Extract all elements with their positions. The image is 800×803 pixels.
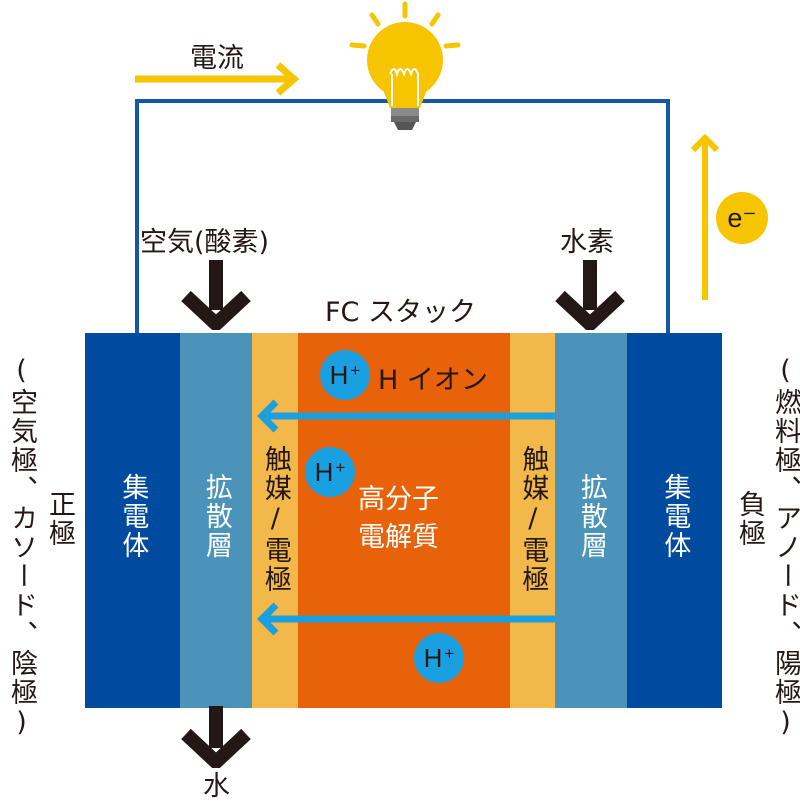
air-oxygen-label: 空気(酸素)	[140, 227, 270, 258]
collector-left-label: 集電体	[117, 473, 149, 560]
electrolyte-label: 高分子 電解質	[358, 481, 439, 557]
ion-charge: +	[444, 644, 455, 663]
electrolyte-label-line2: 電解質	[358, 521, 439, 553]
hydrogen-label: 水素	[560, 227, 614, 258]
catalyst-electrode-right-label: 触媒/電極	[517, 445, 549, 594]
catalyst-electrode-left: 触媒/電極	[252, 333, 298, 708]
diffusion-layer-left-label: 拡散層	[200, 473, 232, 560]
ion-symbol: H	[423, 642, 443, 673]
catalyst-electrode-right: 触媒/電極	[510, 333, 555, 708]
collector-right: 集電体	[627, 333, 722, 708]
light-bulb-icon	[349, 1, 461, 130]
ion-flow-arrow-bottom-icon	[257, 602, 555, 636]
air-inflow-arrow-icon	[181, 260, 251, 330]
diffusion-layer-right: 拡散層	[555, 333, 627, 708]
electron-label: e⁻	[727, 202, 757, 233]
diffusion-layer-left: 拡散層	[180, 333, 252, 708]
ion-flow-arrow-top-icon	[257, 399, 555, 433]
electron-flow-arrow-icon	[690, 133, 720, 300]
ion-symbol: H	[314, 456, 334, 487]
hydrogen-inflow-arrow-icon	[555, 260, 625, 330]
left-electrode-alias: (空気極、カソード、陰極)	[6, 355, 37, 740]
collector-right-label: 集電体	[659, 473, 691, 560]
diffusion-layer-right-label: 拡散層	[575, 473, 607, 560]
ion-symbol: H	[329, 359, 349, 390]
hydrogen-ion-legend: H+	[320, 350, 370, 400]
catalyst-electrode-left-label: 触媒/電極	[259, 445, 291, 594]
hydrogen-ion: H+	[414, 633, 464, 683]
current-arrow-icon	[135, 62, 300, 96]
left-electrode-pole: 正極	[44, 490, 75, 548]
right-electrode-pole: 負極	[734, 490, 765, 548]
water-label: 水	[203, 771, 230, 802]
ion-charge: +	[335, 458, 346, 477]
hydrogen-ion: H+	[305, 447, 355, 497]
electrolyte-label-line1: 高分子	[358, 484, 439, 515]
electron-badge: e⁻	[716, 192, 768, 244]
fc-stack-label: FC スタック	[325, 297, 476, 328]
water-outflow-arrow-icon	[181, 706, 251, 768]
current-label: 電流	[190, 43, 244, 74]
collector-left: 集電体	[85, 333, 180, 708]
ion-charge: +	[350, 361, 361, 380]
right-electrode-alias: (燃料極、アノード、陽極)	[770, 355, 800, 740]
hydrogen-ion-legend-label: H イオン	[378, 365, 488, 396]
